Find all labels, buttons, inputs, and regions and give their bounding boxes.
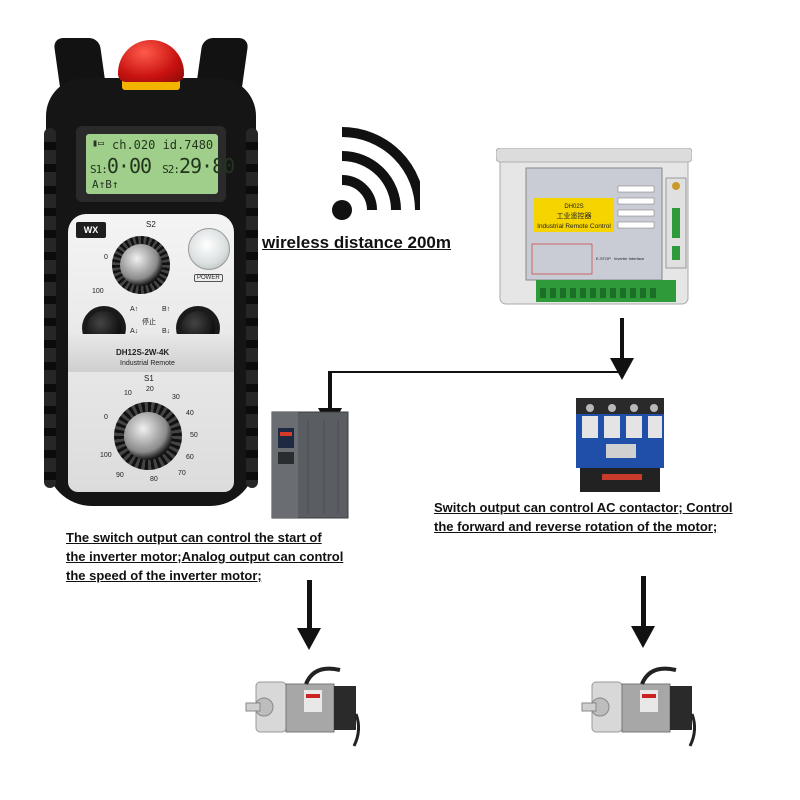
- emergency-stop-button: [118, 40, 184, 82]
- lcd-s2-value: 29·80: [178, 154, 235, 178]
- s2-scale-100: 100: [92, 288, 104, 295]
- contactor-caption-line-2: the forward and reverse rotation of the …: [434, 519, 718, 534]
- s1-scale-100: 100: [100, 452, 112, 459]
- s1-scale-70: 70: [178, 470, 186, 477]
- s1-scale-80: 80: [150, 476, 158, 483]
- inverter-display: [278, 428, 294, 448]
- signal-dot: [332, 200, 352, 220]
- lcd-values: S1:0·00 S2:29·80: [90, 154, 235, 178]
- s1-scale-30: 30: [172, 394, 180, 401]
- right-grip: [246, 128, 258, 488]
- inverter-caption-line-1: The switch output can control the start …: [66, 530, 322, 545]
- a-down-label: A↓: [130, 328, 139, 335]
- a-up-label: A↑: [130, 306, 139, 313]
- inverter-caption-line-2: the inverter motor;Analog output can con…: [66, 549, 344, 564]
- b-up-label: B↑: [162, 306, 171, 313]
- power-button: [188, 228, 230, 270]
- controller-title-en: Industrial Remote Control: [537, 223, 611, 230]
- ac-contactor: [576, 398, 664, 492]
- s1-scale-0: 0: [104, 414, 108, 421]
- controller-top-rail: [496, 148, 692, 163]
- arrow-to-right-motor-shaft: [641, 576, 646, 628]
- arrow-down-icon: [297, 628, 321, 650]
- signal-arc-3: [341, 127, 420, 211]
- lcd-display: ▮▭ ch.020 id.7480 S1:0·00 S2:29·80 A↑B↑: [86, 134, 235, 194]
- left-grip: [44, 128, 56, 488]
- power-label: POWER: [194, 274, 223, 282]
- motor-shaft: [581, 702, 597, 712]
- s1-speed-knob: [124, 412, 172, 460]
- arrow-to-contactor-shaft: [620, 318, 624, 360]
- arrow-to-inverter-shaft: [328, 371, 332, 411]
- lcd-channel-text: ch.020 id.7480: [112, 138, 214, 152]
- s1-scale-40: 40: [186, 410, 194, 417]
- motor-encoder: [334, 686, 356, 730]
- s1-scale-10: 10: [124, 390, 132, 397]
- signal-arc-2: [341, 151, 401, 211]
- servo-motor-left: [245, 666, 361, 747]
- motor-encoder: [670, 686, 692, 730]
- wireless-remote-handset: ▮▭ ch.020 id.7480 S1:0·00 S2:29·80 A↑B↑ …: [40, 38, 262, 508]
- controller-yellow-label: [534, 198, 614, 232]
- motor-shaft: [245, 702, 261, 712]
- arrow-down-icon: [610, 358, 634, 380]
- controller-inverter-text: Inverter Interface: [614, 256, 645, 261]
- lcd-status-text: A↑B↑: [92, 178, 119, 191]
- s1-scale-50: 50: [190, 432, 198, 439]
- controller-estop-text: E-STOP: [596, 256, 611, 261]
- controller-model-text: DH02S: [564, 204, 583, 210]
- inverter-caption: The switch output can control the start …: [66, 528, 343, 585]
- s1-knob-label: S1: [144, 374, 154, 383]
- receiver-controller-box: DH02S 工业遥控器 Industrial Remote Control E-…: [496, 148, 692, 305]
- s2-knob-label: S2: [146, 220, 156, 229]
- model-number: DH12S-2W-4K: [116, 348, 170, 357]
- wireless-distance-caption: wireless distance 200m: [262, 233, 452, 252]
- b-down-label: B↓: [162, 328, 171, 335]
- controller-title-cn: 工业遥控器: [557, 211, 592, 220]
- s1-scale-90: 90: [116, 472, 124, 479]
- stop-label: 停止: [142, 319, 156, 326]
- s2-scale-0: 0: [104, 254, 108, 261]
- contactor-caption: Switch output can control AC contactor; …: [434, 498, 733, 536]
- wireless-signal-icon: [332, 127, 420, 220]
- antenna-connector: [672, 182, 680, 190]
- arrow-down-icon: [631, 626, 655, 648]
- control-panel: WX S2 0 100 POWER A↑ B↑ 停止 A↓ B↓ DH12S-2…: [68, 214, 234, 492]
- s1-scale-20: 20: [146, 386, 154, 393]
- lcd-s1-value: 0·00: [106, 154, 152, 178]
- remote-subtitle: Industrial Remote: [120, 360, 175, 367]
- s1-scale-60: 60: [186, 454, 194, 461]
- lcd-s1-label: S1:: [90, 163, 108, 176]
- lcd-s2-label: S2:: [162, 163, 180, 176]
- brand-logo: WX: [76, 222, 106, 238]
- signal-arc-1: [341, 175, 377, 211]
- contactor-caption-line-1: Switch output can control AC contactor; …: [434, 500, 733, 515]
- inverter-caption-line-3: the speed of the inverter motor;: [66, 568, 262, 583]
- model-plate: DH12S-2W-4K Industrial Remote: [68, 334, 234, 372]
- signal-icon: ▮▭: [92, 138, 105, 149]
- servo-motor-right: [581, 666, 697, 747]
- branch-line: [328, 371, 624, 373]
- s2-speed-knob: [120, 244, 162, 286]
- arrow-to-left-motor-shaft: [307, 580, 312, 630]
- inverter-drive: [271, 411, 349, 519]
